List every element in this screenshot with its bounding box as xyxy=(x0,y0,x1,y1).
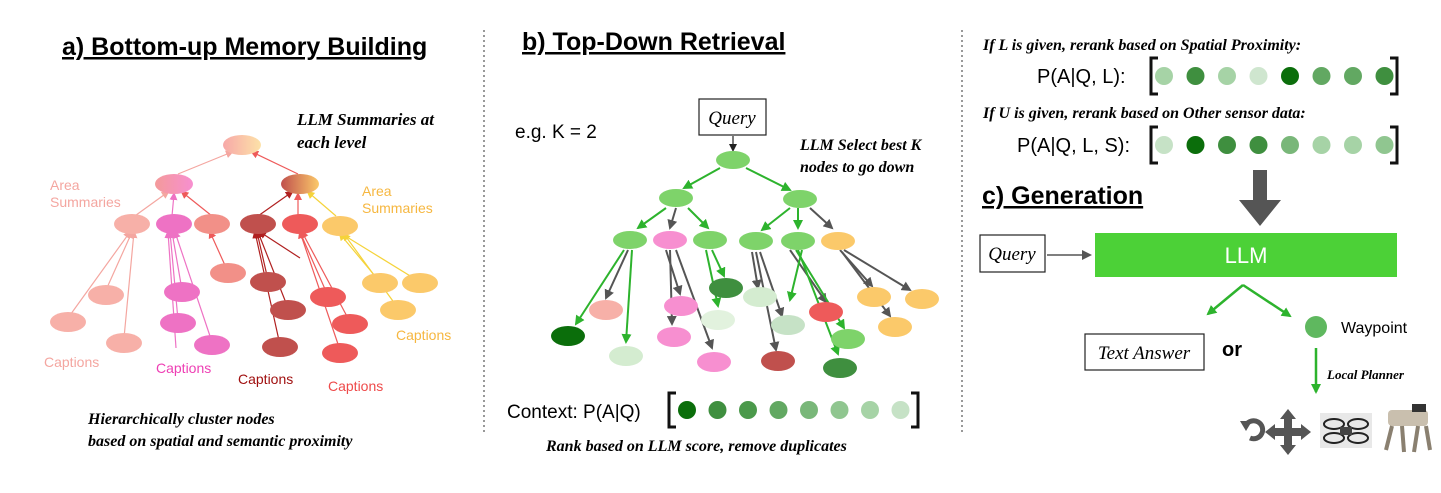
spatial-formula: P(A|Q, L): xyxy=(1037,66,1126,88)
spatial-bracket-left xyxy=(1149,56,1158,96)
query-box-c xyxy=(979,234,1046,273)
panel-b: b) Top-Down Retrieval e.g. K = 2 Query L… xyxy=(507,28,939,455)
tree-a-edges xyxy=(67,150,421,351)
context-dot-3 xyxy=(739,401,757,419)
sensor-ranking-dots xyxy=(1155,136,1394,154)
sensor-dot-3 xyxy=(1218,136,1236,154)
local-planner-label: Local Planner xyxy=(1326,367,1405,382)
tree-b-edges xyxy=(574,167,912,356)
llm-summaries-line-2: each level xyxy=(297,133,367,152)
spatial-dot-6 xyxy=(1312,67,1331,85)
spatial-note: If L is given, rerank based on Spatial P… xyxy=(982,37,1301,54)
sensor-dot-8 xyxy=(1375,136,1394,154)
tree-b-nodes xyxy=(551,151,939,378)
sensor-dot-1 xyxy=(1155,136,1173,154)
context-bracket-right xyxy=(911,391,920,429)
generation-title: c) Generation xyxy=(982,182,1143,210)
llm-summaries-line-1: LLM Summaries at xyxy=(296,110,435,129)
sensor-dot-7 xyxy=(1344,136,1362,154)
panel-b-title: b) Top-Down Retrieval xyxy=(522,28,785,56)
context-ranking-dots xyxy=(678,401,910,419)
context-label: Context: P(A|Q) xyxy=(507,402,641,423)
context-dot-2 xyxy=(708,401,727,419)
caption-label-1: Captions xyxy=(44,354,99,370)
sensor-formula: P(A|Q, L, S): xyxy=(1017,135,1130,157)
panel-a-footer-line-2: based on spatial and semantic proximity xyxy=(88,433,353,450)
query-box-b xyxy=(698,98,767,136)
spatial-dot-2 xyxy=(1186,67,1205,85)
spatial-dot-7 xyxy=(1344,67,1362,85)
caption-label-3: Captions xyxy=(238,371,293,387)
panel-b-footer: Rank based on LLM score, remove duplicat… xyxy=(545,438,847,455)
tree-a-nodes xyxy=(50,135,438,363)
sensor-dot-4 xyxy=(1249,136,1268,154)
query-label-c: Query xyxy=(988,244,1036,265)
example-k: e.g. K = 2 xyxy=(515,122,597,143)
context-dot-1 xyxy=(678,401,696,419)
spatial-bracket-right xyxy=(1390,56,1399,96)
panel-c: If L is given, rerank based on Spatial P… xyxy=(979,37,1432,455)
context-dot-8 xyxy=(891,401,910,419)
panel-a-footer-line-1: Hierarchically cluster nodes xyxy=(87,411,275,428)
drone-icon xyxy=(1320,413,1372,448)
spatial-ranking-dots xyxy=(1155,67,1394,85)
rotate-icon xyxy=(1240,418,1266,442)
select-note-line-2: nodes to go down xyxy=(800,159,914,176)
sensor-dot-6 xyxy=(1312,136,1331,154)
spatial-dot-4 xyxy=(1249,67,1268,85)
area-summaries-left-line-2: Summaries xyxy=(50,194,121,210)
or-label: or xyxy=(1222,339,1242,361)
spatial-dot-3 xyxy=(1218,67,1236,85)
caption-label-4: Captions xyxy=(328,378,383,394)
move-arrows-icon xyxy=(1265,409,1311,455)
area-summaries-right-line-1: Area xyxy=(362,183,392,199)
sensor-bracket-left xyxy=(1149,125,1158,165)
waypoint-dot xyxy=(1305,316,1327,338)
panel-a: a) Bottom-up Memory Building LLM Summari… xyxy=(44,33,451,450)
context-dot-4 xyxy=(769,401,788,419)
sensor-bracket-right xyxy=(1390,125,1399,165)
llm-label: LLM xyxy=(1225,243,1268,268)
sensor-dot-2 xyxy=(1186,136,1205,154)
select-note-line-1: LLM Select best K xyxy=(799,137,923,154)
sensor-dot-5 xyxy=(1281,136,1299,154)
split-arrows xyxy=(1206,283,1292,318)
context-bracket-left xyxy=(667,391,676,429)
area-summaries-left-line-1: Area xyxy=(50,177,80,193)
area-summaries-right-line-2: Summaries xyxy=(362,200,433,216)
quadruped-robot-icon xyxy=(1384,404,1432,453)
panel-a-title: a) Bottom-up Memory Building xyxy=(62,33,427,61)
down-arrow-icon xyxy=(1239,170,1281,226)
caption-label-5: Captions xyxy=(396,327,451,343)
context-dot-5 xyxy=(800,401,818,419)
text-answer-box xyxy=(1084,333,1205,371)
spatial-dot-1 xyxy=(1155,67,1173,85)
context-dot-6 xyxy=(830,401,849,419)
caption-label-2: Captions xyxy=(156,360,211,376)
spatial-dot-8 xyxy=(1375,67,1394,85)
waypoint-label: Waypoint xyxy=(1341,320,1408,337)
context-dot-7 xyxy=(861,401,879,419)
text-answer-label: Text Answer xyxy=(1098,343,1191,364)
query-label-b: Query xyxy=(708,108,756,129)
spatial-dot-5 xyxy=(1281,67,1299,85)
sensor-note: If U is given, rerank based on Other sen… xyxy=(982,105,1306,122)
llm-box xyxy=(1095,233,1397,277)
